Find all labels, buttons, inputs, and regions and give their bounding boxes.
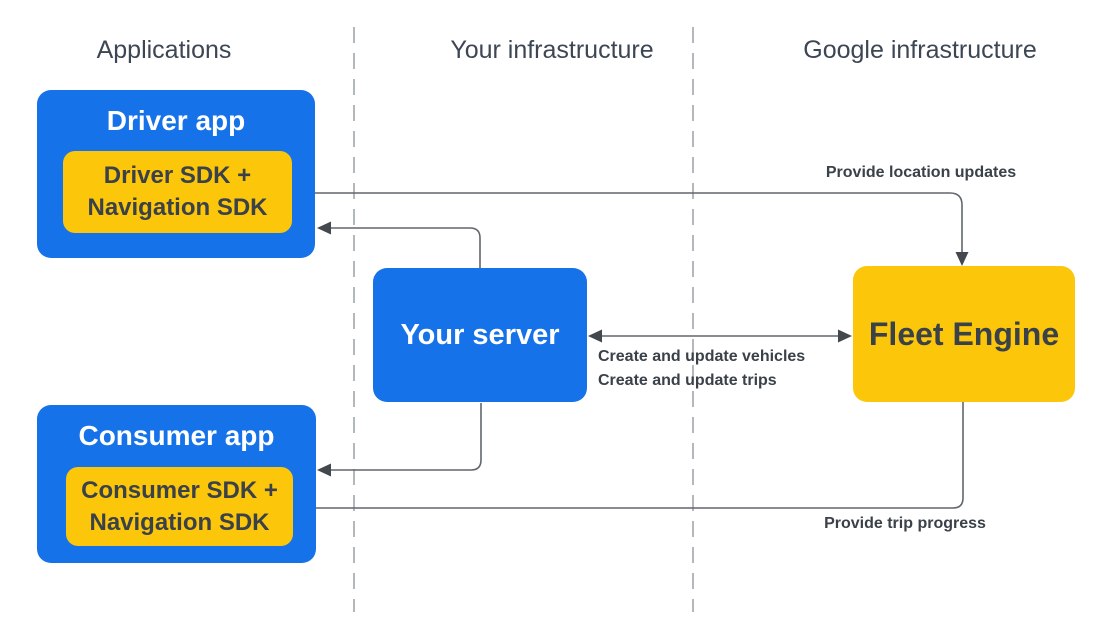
connector-server-to-driver: [317, 221, 481, 268]
node-fleet-engine: Fleet Engine: [853, 266, 1075, 402]
column-header-google-infrastructure: Google infrastructure: [803, 36, 1037, 64]
node-your-server: Your server: [373, 268, 587, 402]
connector-location-updates-line: [292, 192, 963, 253]
driver-sdk-line2: Navigation SDK: [87, 194, 268, 221]
connector-trip-progress: [292, 402, 964, 515]
arrow-right-icon: [838, 329, 852, 343]
node-consumer-app: Consumer app Consumer SDK + Navigation S…: [37, 405, 316, 563]
consumer-app-title: Consumer app: [78, 420, 275, 451]
consumer-sdk-line2: Navigation SDK: [89, 508, 270, 536]
connector-server-fleet: [588, 329, 852, 343]
arrow-left-icon: [317, 463, 331, 477]
edge-label-trip-progress: Provide trip progress: [824, 515, 986, 532]
connector-trip-progress-line: [306, 402, 964, 509]
arrow-left-icon: [317, 221, 331, 235]
node-driver-app: Driver app Driver SDK + Navigation SDK: [37, 90, 315, 258]
edge-label-location-updates: Provide location updates: [825, 164, 1017, 181]
connector-server-to-consumer: [317, 403, 482, 477]
node-consumer-sdk: Consumer SDK + Navigation SDK: [66, 467, 293, 546]
connector-location-updates: [292, 192, 969, 266]
column-header-your-infrastructure: Your infrastructure: [450, 36, 654, 64]
driver-sdk-line1: Driver SDK +: [103, 162, 252, 189]
connector-server-to-driver-line: [331, 227, 481, 268]
connector-server-to-consumer-line: [331, 403, 482, 471]
consumer-sdk-line1: Consumer SDK +: [81, 476, 278, 504]
edge-label-create-update-trips: Create and update trips: [598, 372, 777, 389]
fleet-engine-title: Fleet Engine: [868, 315, 1060, 352]
driver-app-title: Driver app: [106, 104, 246, 136]
column-header-applications: Applications: [96, 36, 232, 64]
node-driver-sdk: Driver SDK + Navigation SDK: [63, 151, 292, 233]
edge-label-create-update-vehicles: Create and update vehicles: [598, 348, 806, 365]
arrow-down-icon: [955, 252, 969, 266]
arrow-left-icon: [588, 329, 602, 343]
your-server-title: Your server: [400, 318, 560, 351]
